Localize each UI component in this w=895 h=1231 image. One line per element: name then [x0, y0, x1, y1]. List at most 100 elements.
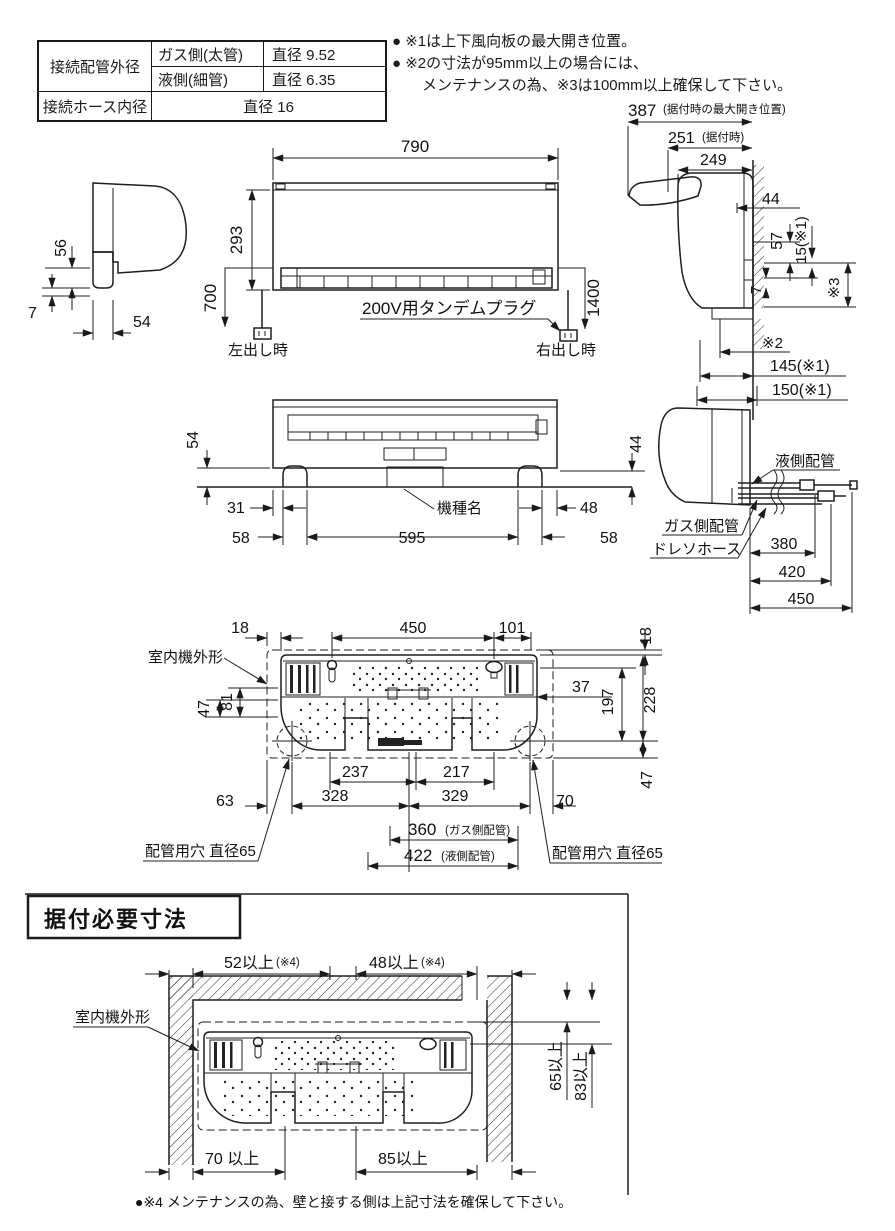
install-note: ●※4 メンテナンスの為、壁と接する側は上記寸法を確保して下さい。	[135, 1194, 572, 1210]
dim-63: 63	[216, 793, 234, 810]
front-vent-band	[280, 267, 553, 289]
dim-328: 328	[322, 788, 349, 805]
dim-52-note: (※4)	[276, 957, 300, 969]
dim-31: 31	[227, 500, 245, 517]
pipe-break-mark	[770, 469, 778, 515]
dim-18l: 18	[231, 620, 249, 637]
wall-shelf	[711, 307, 754, 320]
indoor-unit-side-outline	[677, 172, 754, 309]
dim-54: 54	[133, 314, 151, 331]
dim-249: 249	[700, 152, 727, 169]
dim-48min: 48以上	[369, 954, 419, 972]
dimension-lines	[749, 492, 853, 614]
label-pipe-hole-right: 配管用穴 直径65	[552, 845, 663, 862]
pipe-side-view: 液側配管 ガス側配管 ドレソホース 380 420 450	[650, 407, 858, 614]
dim-65min: 65以上	[547, 1041, 565, 1091]
dim-54b: 54	[185, 431, 202, 449]
wall-hatch-upper	[753, 165, 764, 308]
dim-237: 237	[342, 764, 369, 781]
keyhole-right	[485, 660, 503, 674]
dim-7b: 7	[748, 286, 765, 294]
wall-top-hatch	[169, 976, 462, 1000]
spec-hose-value: 直径 16	[243, 98, 294, 116]
mounting-plate-view: 室内機外形 18 450 101 18 47 81 37 197 228 47 …	[143, 620, 663, 872]
plug-right	[559, 329, 578, 342]
dim-81: 81	[219, 693, 236, 711]
spec-gas-value: 直径 9.52	[264, 42, 385, 67]
label-liquid-pipe: 液側配管	[775, 453, 835, 470]
dim-217: 217	[443, 764, 470, 781]
dim-360-note: (ガス側配管)	[445, 823, 510, 837]
dim-44: 44	[762, 191, 780, 208]
indoor-unit-bottom-outline	[272, 399, 558, 469]
dim-228: 228	[642, 687, 659, 714]
ref-3: ※3	[826, 278, 843, 299]
wall-hatch-lower	[753, 319, 764, 349]
dim-47r: 47	[639, 771, 656, 789]
dim-56: 56	[53, 239, 70, 257]
dim-387: 387	[628, 101, 656, 120]
dim-595: 595	[399, 530, 426, 547]
indoor-unit-front-outline	[272, 182, 559, 291]
wall-right-hatch	[487, 976, 512, 1162]
note-3: メンテナンスの為、※3は100mm以上確保して下さい。	[422, 77, 793, 94]
dim-47l: 47	[196, 700, 213, 718]
pipes	[738, 469, 858, 515]
label-drain-hose: ドレソホース	[652, 541, 741, 558]
dim-48: 48	[580, 500, 598, 517]
left-side-view: 56 7 54	[28, 182, 188, 340]
ref-2: ※2	[762, 335, 783, 352]
dim-57: 57	[769, 232, 786, 250]
dim-1400: 1400	[584, 279, 603, 317]
label-unit-outline2: 室内機外形	[75, 1009, 150, 1026]
dimension-lines	[42, 246, 131, 340]
dim-450b: 450	[400, 620, 427, 637]
spec-gas-name: ガス側(太管)	[152, 42, 264, 67]
dim-37: 37	[572, 679, 590, 696]
dim-293: 293	[227, 226, 246, 254]
plate-details	[272, 658, 550, 761]
model-name-plate	[386, 466, 444, 488]
mounting-plate-outline2	[203, 1031, 473, 1124]
dim-101: 101	[499, 620, 526, 637]
open-flap	[628, 176, 702, 206]
section-title: 据付必要寸法	[44, 907, 188, 932]
foot-right	[517, 465, 543, 487]
front-view: 790 293	[201, 137, 603, 359]
note-2: ● ※2の寸法が95mm以上の場合には、	[392, 55, 648, 72]
dim-420: 420	[779, 564, 806, 581]
spec-liquid-value: 直径 6.35	[264, 67, 385, 92]
label-gas-pipe: ガス側配管	[664, 518, 739, 535]
label-unit-outline: 室内機外形	[148, 649, 223, 666]
label-right-out: 右出し時	[536, 342, 596, 359]
dim-251: 251	[668, 130, 695, 147]
indoor-unit-dashed-outline	[266, 649, 554, 759]
walls	[168, 975, 513, 1165]
foot-left	[282, 465, 308, 487]
label-tandem-plug: 200V用タンデムプラグ	[362, 298, 536, 318]
plate-details2	[209, 1035, 467, 1116]
dim-700: 700	[201, 284, 220, 312]
bottom-view: 機種名	[185, 399, 645, 547]
dim-450: 450	[788, 591, 815, 608]
dim-44b: 44	[628, 435, 645, 453]
dim-85min: 85以上	[378, 1150, 428, 1168]
dim-58l: 58	[232, 530, 250, 547]
spec-hose-label: 接続ホース内径	[39, 92, 152, 120]
dim-52min: 52以上	[224, 954, 274, 972]
indoor-unit-side-outline2	[658, 407, 751, 506]
dim-422-note: (液側配管)	[441, 849, 495, 863]
dim-380: 380	[771, 536, 798, 553]
indoor-unit-side-outline	[92, 182, 188, 274]
dim-15: 15(※1)	[793, 216, 810, 264]
plug-left	[253, 327, 272, 340]
pipe-spec-table: 接続配管外径 ガス側(太管) 直径 9.52 液側(細管) 直径 6.35 接続…	[37, 40, 387, 122]
dim-422: 422	[404, 846, 432, 865]
flare-nut	[799, 479, 815, 491]
gas-pipe-cap	[817, 490, 835, 502]
keyhole-left	[326, 659, 338, 671]
bottom-vent-slats	[309, 432, 509, 440]
vent-slats	[299, 276, 517, 288]
